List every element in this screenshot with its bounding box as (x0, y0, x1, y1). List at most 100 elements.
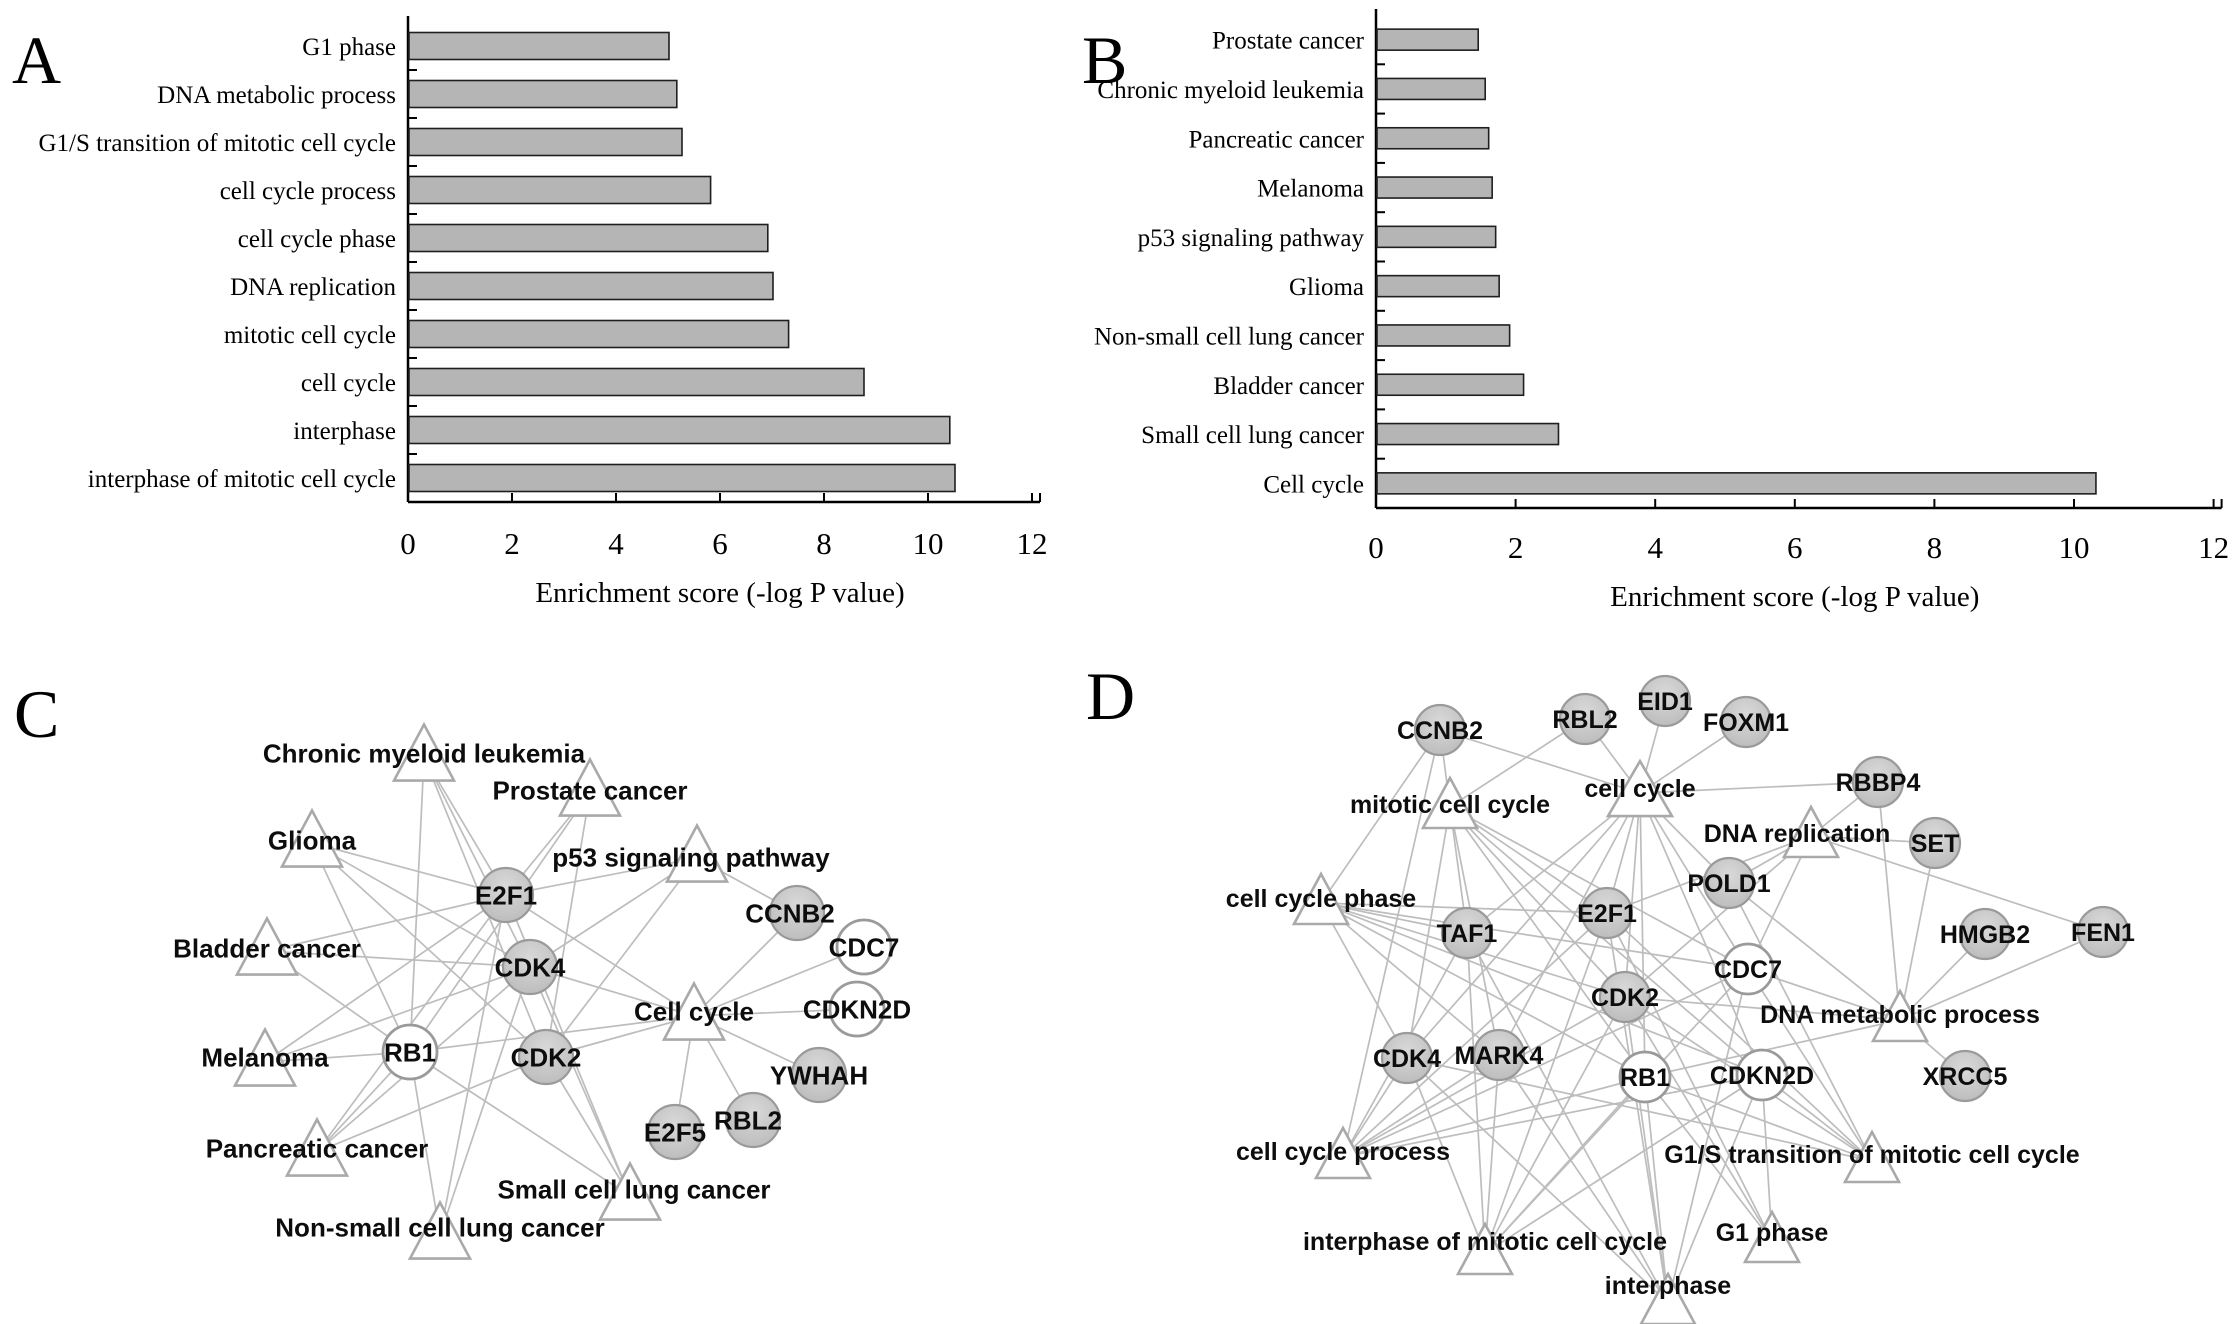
bar (408, 223, 769, 253)
network-edge (1320, 902, 1408, 1059)
node-label-dna_rep: DNA replication (1704, 820, 1891, 848)
network-edge (311, 842, 411, 1053)
node-label-cc_phase: cell cycle phase (1226, 885, 1417, 913)
network-edge (1728, 882, 1873, 1162)
bar (1376, 225, 1497, 249)
x-tick-label: 6 (712, 526, 728, 561)
network-edge (1406, 1057, 1486, 1254)
network-edge (1320, 729, 1441, 904)
bar (1376, 274, 1500, 298)
node-CDC7 (1721, 942, 1775, 996)
category-label: mitotic cell cycle (224, 322, 396, 349)
node-RB1 (1618, 1050, 1672, 1104)
network-edge (1484, 1054, 1500, 1254)
network-edge (1644, 1076, 1873, 1162)
network-edge (423, 756, 531, 968)
node-CDKN2D (828, 980, 886, 1038)
category-label: DNA metabolic process (157, 82, 396, 109)
node-label-melanoma: Melanoma (201, 1042, 329, 1072)
node-dna_meta (1870, 988, 1930, 1043)
network-edge (1406, 792, 1641, 1059)
category-label: Cell cycle (1263, 471, 1364, 498)
node-cellcycle (661, 980, 727, 1041)
node-CDC7 (835, 918, 893, 976)
node-label-CCNB2: CCNB2 (1397, 717, 1483, 745)
node-label-cellcycle: Cell cycle (634, 996, 754, 1026)
node-label-TAF1: TAF1 (1437, 920, 1498, 948)
network-edge (1484, 1076, 1646, 1254)
category-label: cell cycle (301, 370, 396, 397)
node-label-glioma: Glioma (268, 825, 357, 855)
node-label-MARK4: MARK4 (1455, 1042, 1544, 1070)
node-RBL2 (1558, 692, 1612, 746)
x-axis-title: Enrichment score (-log P value) (535, 577, 904, 609)
network-edge (1606, 912, 1773, 1242)
x-tick-label: 8 (816, 526, 832, 561)
bar (408, 415, 951, 445)
network-edge (1406, 1057, 1669, 1304)
category-label: cell cycle phase (238, 226, 396, 253)
node-cc_phase (1291, 871, 1351, 926)
bar (1376, 77, 1486, 101)
node-label-g1_phase: G1 phase (1716, 1219, 1829, 1247)
category-label: cell cycle process (220, 178, 396, 205)
network-edge (1449, 718, 1586, 808)
node-E2F5 (646, 1103, 704, 1161)
node-label-EID1: EID1 (1637, 688, 1693, 716)
network-edge (1667, 1074, 1763, 1304)
bar (408, 31, 670, 61)
node-label-CDKN2D: CDKN2D (803, 994, 911, 1024)
network-edge (409, 1051, 441, 1236)
bar (408, 463, 956, 493)
network-edge (529, 966, 631, 1197)
x-tick-label: 12 (1017, 526, 1048, 561)
bar (408, 271, 774, 301)
node-HMGB2 (1958, 907, 2012, 961)
network-edge (316, 1056, 547, 1153)
network-edge (529, 966, 695, 1017)
network-edge (1320, 902, 1646, 1078)
bar (1376, 472, 2097, 495)
x-tick-label: 4 (1647, 530, 1663, 565)
node-RBBP4 (1851, 755, 1905, 809)
node-g1s (1842, 1129, 1902, 1184)
node-label-CDK4: CDK4 (495, 952, 566, 982)
bar (1376, 126, 1490, 150)
network-edge (1810, 835, 2104, 933)
bar (1376, 28, 1480, 51)
node-label-CDKN2D: CDKN2D (1710, 1062, 1814, 1090)
node-prostate (557, 756, 623, 817)
node-cc_process (1313, 1125, 1373, 1180)
network-edge (1639, 792, 1646, 1078)
network-edge (1747, 968, 1873, 1162)
node-label-CDC7: CDC7 (829, 932, 900, 962)
node-melanoma (232, 1026, 298, 1087)
node-interphase_mcc (1455, 1221, 1515, 1276)
network-edge (1624, 996, 1773, 1242)
x-tick-label: 8 (1927, 530, 1943, 565)
x-tick-label: 2 (504, 526, 520, 561)
node-label-dna_meta: DNA metabolic process (1760, 1001, 2040, 1029)
node-label-CDK2: CDK2 (1591, 984, 1659, 1012)
network-edge (1342, 912, 1608, 1158)
x-tick-label: 2 (1508, 530, 1524, 565)
network-edge (311, 842, 547, 1058)
bar (1376, 324, 1511, 347)
network-edge (1449, 806, 1749, 970)
network-edge (1406, 806, 1451, 1059)
node-CDKN2D (1735, 1048, 1789, 1102)
network-edge (439, 894, 507, 1236)
node-label-E2F5: E2F5 (644, 1117, 706, 1147)
node-g1_phase (1742, 1209, 1802, 1264)
network-edge (1644, 1076, 1773, 1242)
node-label-HMGB2: HMGB2 (1940, 921, 2030, 949)
category-label: Chronic myeloid leukemia (1097, 77, 1364, 104)
network-edge (1484, 996, 1626, 1254)
node-nsclc (407, 1199, 473, 1260)
